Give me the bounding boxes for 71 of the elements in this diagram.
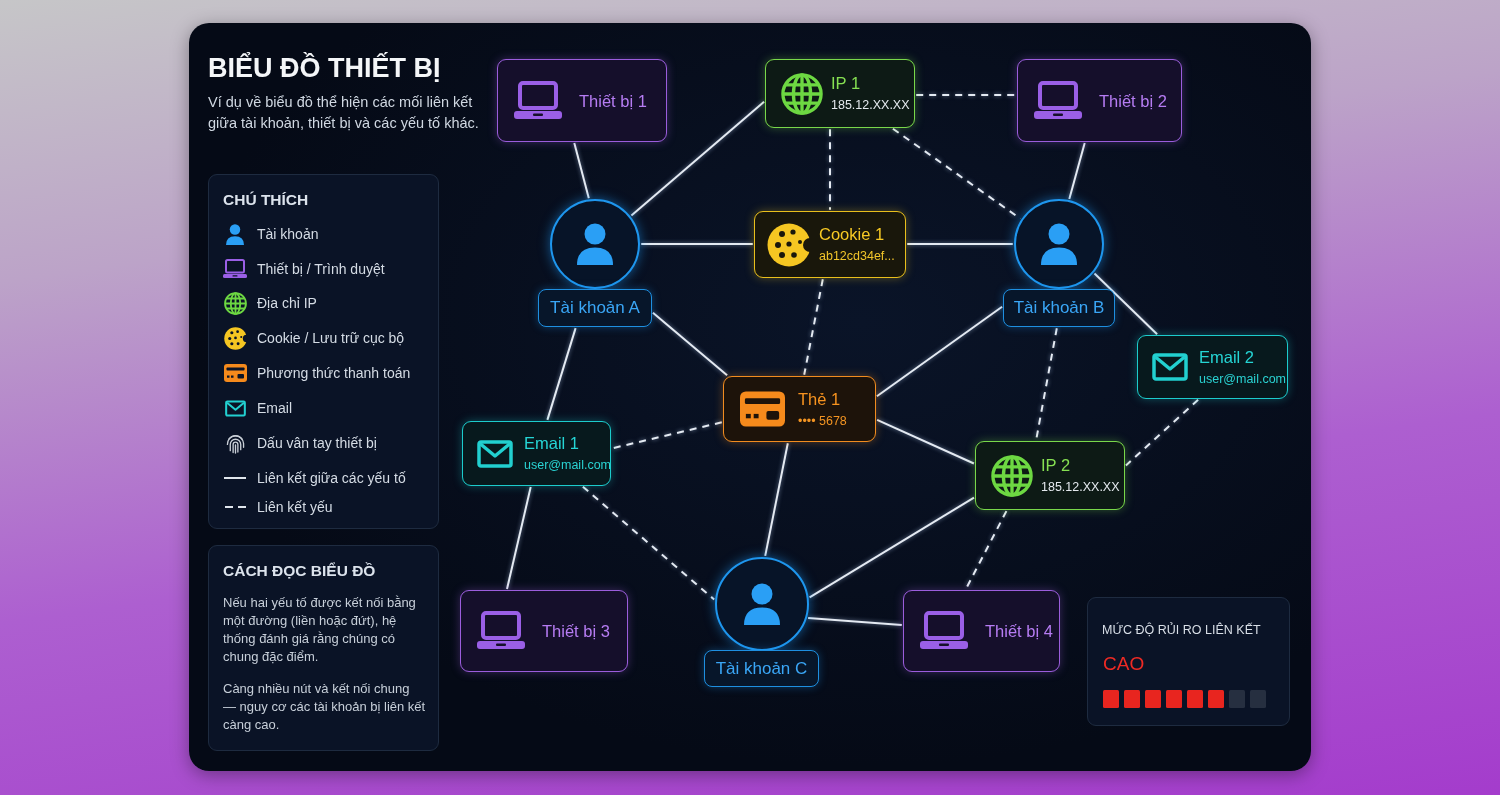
legend-label: Email [257, 399, 292, 417]
node-title: Thẻ 1 [798, 388, 842, 409]
risk-panel [1087, 597, 1290, 726]
dashed-connector-line [891, 127, 1022, 220]
legend-label: Phương thức thanh toán [257, 364, 411, 382]
panel-text: Càng nhiều nút và kết nối chung — nguy cơ các tài khoản bị liên kết càng cao. [223, 680, 426, 734]
dashed-connector-line [829, 128, 831, 211]
dashed-connector-line [803, 278, 824, 376]
device-node [460, 590, 628, 672]
connector-line [764, 442, 789, 557]
legend-label: Thiết bị / Trình duyệt [257, 260, 385, 278]
node-detail: ab12cd34ef... [819, 248, 895, 265]
connector-line [1093, 272, 1159, 336]
diagram-subtitle: Ví dụ về biểu đồ thể hiện các mối liên kết giữa tài khoản, thiết bị và các yếu tố khác. [208, 93, 480, 133]
connector-line [876, 418, 975, 465]
device-node [497, 59, 667, 142]
legend-label: Liên kết yếu [257, 498, 333, 516]
account-label: Tài khoản C [704, 650, 819, 687]
node-title: Thiết bị 4 [985, 621, 1053, 641]
email-node [1137, 335, 1288, 399]
dashed-connector-line [1124, 398, 1200, 467]
connector-line [640, 243, 754, 245]
account-label: Tài khoản A [538, 289, 652, 327]
device-node [903, 590, 1060, 672]
cookie-node [754, 211, 906, 278]
connector-line [1068, 142, 1086, 200]
dashed-connector-line [611, 421, 723, 450]
node-detail: 185.12.XX.XX [831, 97, 910, 114]
panel-text: Nếu hai yếu tố được kết nối bằng một đường (liền hoặc đứt), hệ thống đánh giá rằng chúng có chung đặc điểm. [223, 594, 417, 666]
connector-line [808, 496, 975, 599]
diagram-title: BIỂU ĐỒ THIẾT BỊ [208, 52, 441, 84]
legend-label: Dấu vân tay thiết bị [257, 434, 377, 452]
dashed-connector-line [915, 94, 1017, 96]
legend-label: Địa chỉ IP [257, 294, 317, 312]
connector-line [807, 617, 903, 626]
node-title: Thiết bị 1 [579, 90, 647, 111]
panel-heading: MỨC ĐỘ RỦI RO LIÊN KẾT [1102, 622, 1262, 639]
node-title: IP 2 [1041, 455, 1072, 475]
panel-heading: CÁCH ĐỌC BIỂU ĐỒ [223, 561, 376, 581]
ip-node [975, 441, 1125, 510]
dashed-connector-line [965, 510, 1008, 590]
dashed-connector-line [581, 485, 716, 601]
account-label: Tài khoản B [1003, 289, 1115, 327]
connector-line [546, 327, 577, 421]
node-title: Thiết bị 3 [542, 621, 610, 641]
ip-node [765, 59, 915, 128]
payment-node [723, 376, 876, 442]
risk-level: CAO [1103, 653, 1145, 675]
connector-line [906, 243, 1014, 245]
node-detail: user@mail.com [1199, 370, 1286, 388]
connector-line [630, 100, 766, 217]
legend-label: Cookie / Lưu trữ cục bộ [257, 329, 405, 347]
connector-line [651, 311, 729, 377]
email-node [462, 421, 611, 486]
panel-heading: CHÚ THÍCH [223, 190, 309, 210]
info-panel [208, 545, 439, 751]
node-title: Email 1 [524, 433, 581, 453]
connector-line [875, 305, 1004, 398]
node-detail: 185.12.XX.XX [1041, 479, 1120, 496]
legend-panel [208, 174, 439, 529]
node-detail: user@mail.com [524, 457, 611, 474]
legend-label: Liên kết giữa các yếu tố [257, 469, 406, 487]
node-title: Email 2 [1199, 346, 1256, 367]
node-detail: •••• 5678 [798, 412, 847, 430]
node-title: Cookie 1 [819, 224, 886, 244]
device-node [1017, 59, 1182, 142]
node-title: Thiết bị 2 [1099, 90, 1167, 111]
dashed-connector-line [1035, 327, 1058, 441]
legend-label: Tài khoản [257, 225, 319, 243]
connector-line [506, 486, 532, 590]
node-title: IP 1 [831, 73, 862, 93]
